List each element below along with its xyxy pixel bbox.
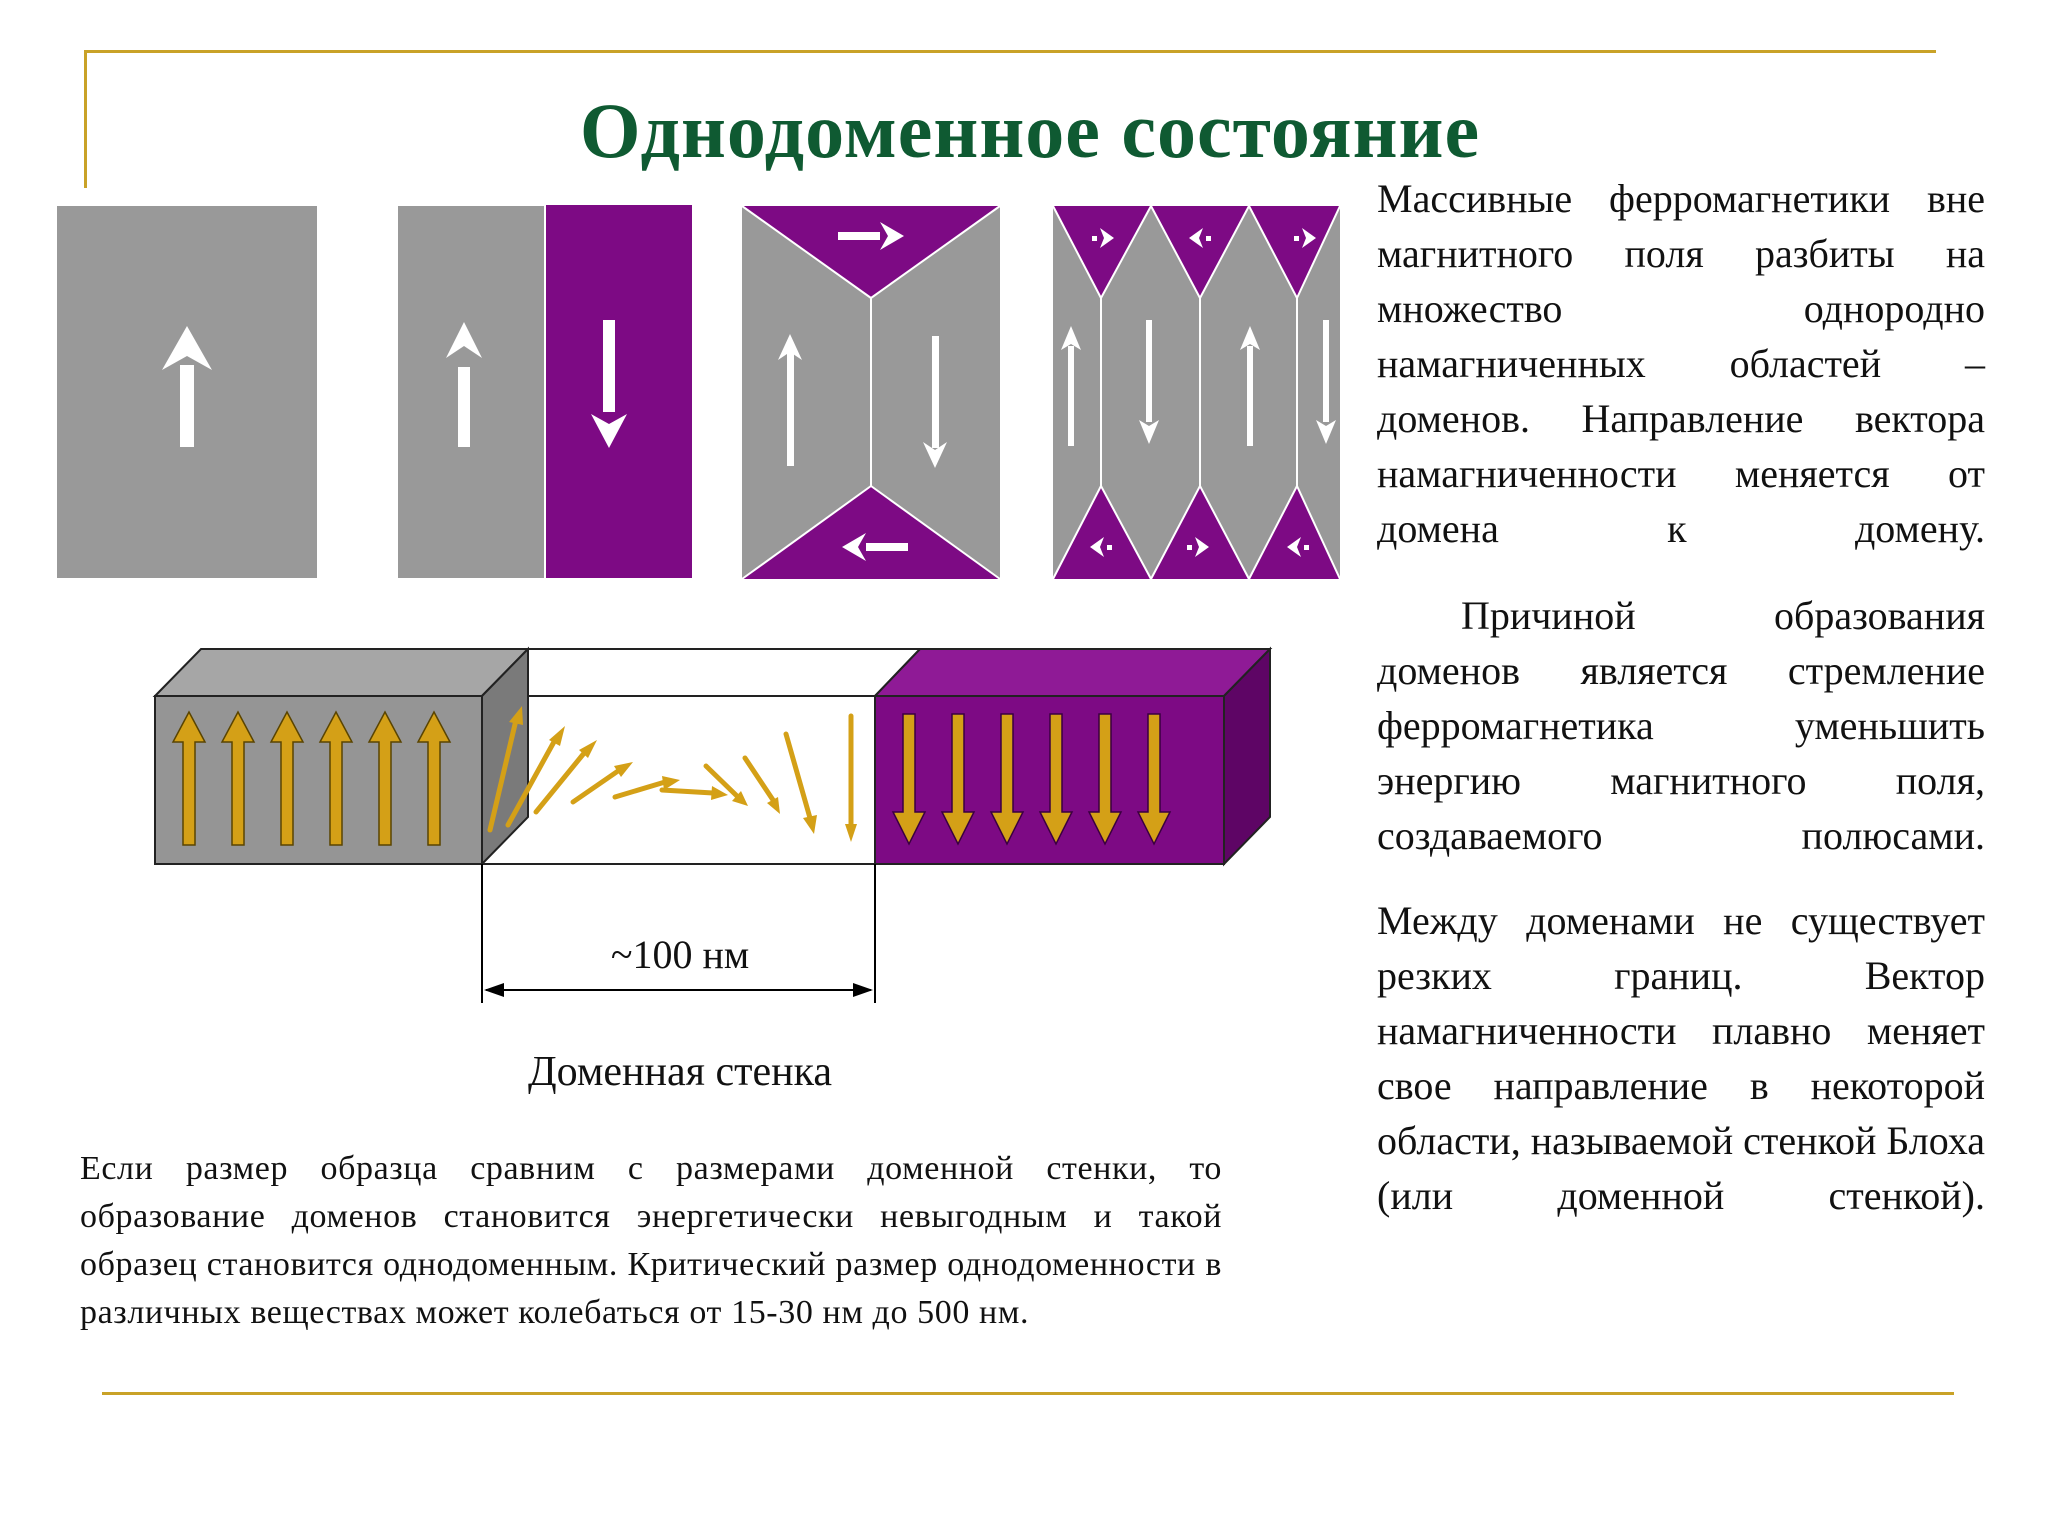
down-arrow-icon: [932, 336, 939, 448]
up-arrow-icon: [180, 365, 194, 447]
down-arrow-icon: [1323, 320, 1329, 422]
wall-width-label: ~100 нм: [611, 932, 749, 977]
single-domain-panel: [57, 206, 317, 578]
up-arrow-icon: [1068, 346, 1074, 446]
left-arrow-icon: [866, 543, 908, 551]
up-arrow-icon: [787, 352, 794, 466]
top-rule: [84, 50, 1936, 53]
right-arrow-icon: [838, 232, 880, 240]
bottom-note: Если размер образца сравним с размерами …: [80, 1150, 1222, 1331]
closure-domain-panel: [741, 205, 1001, 580]
paragraph-cause: Причиной образования доменов является ст…: [1377, 593, 1985, 858]
wall-caption: Доменная стенка: [528, 1049, 832, 1095]
down-arrow-icon: [1146, 320, 1152, 422]
paragraph-domains: Массивные ферромагнетики вне магнитного …: [1377, 176, 1985, 551]
multi-domain-panel: [1052, 205, 1341, 580]
down-arrow-head-icon: [591, 414, 627, 448]
up-arrow-head-icon: [162, 326, 212, 370]
bottom-rule: [102, 1392, 1954, 1395]
down-arrow-icon: [603, 320, 615, 412]
two-domain-panel: [398, 205, 692, 578]
up-arrow-head-icon: [446, 322, 482, 358]
paragraph-bloch-wall: Между доменами не существует резких гран…: [1377, 898, 1985, 1218]
slide-title: Однодоменное состояние: [579, 87, 1481, 174]
up-arrow-icon: [458, 367, 470, 447]
left-rule: [84, 50, 87, 188]
domain-wall-illustration: ~100 нм Доменная стенка: [152, 646, 1273, 1095]
up-arrow-icon: [1247, 346, 1253, 446]
